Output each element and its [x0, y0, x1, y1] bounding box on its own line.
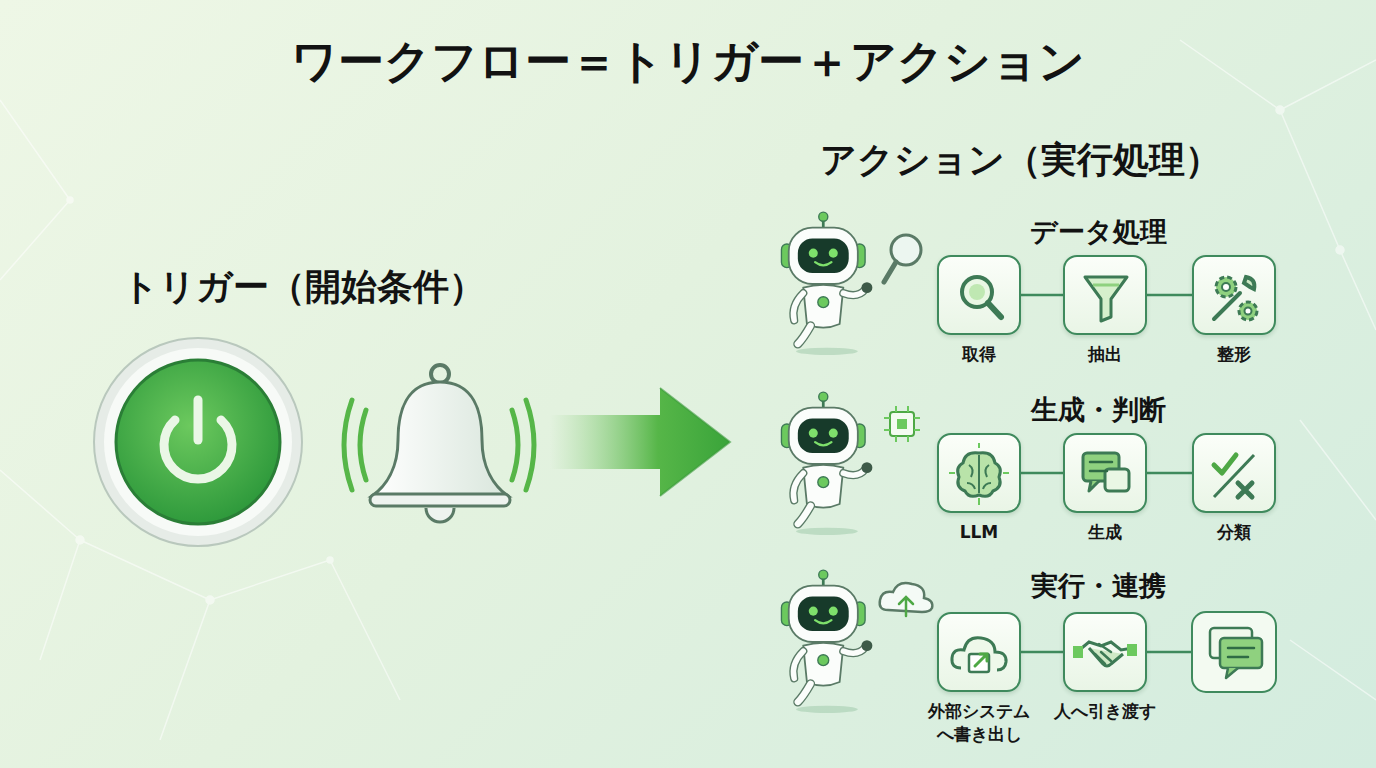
box-caption: LLM	[917, 521, 1041, 544]
handshake-icon	[1065, 614, 1145, 690]
icon-box: 人へ引き渡す	[1063, 612, 1147, 692]
group-heading: データ処理	[1030, 214, 1167, 250]
box-caption: 取得	[917, 343, 1041, 366]
box-caption: 整形	[1172, 343, 1296, 366]
chat-icon	[1065, 435, 1145, 511]
connector-line	[1147, 472, 1192, 475]
icon-box: 取得	[937, 255, 1021, 335]
connector-line	[1021, 651, 1063, 654]
connector-line	[1021, 294, 1063, 297]
icon-box: 整形	[1192, 255, 1276, 335]
icon-box: 生成	[1063, 433, 1147, 513]
group-heading: 生成・判断	[1031, 392, 1166, 428]
group-heading: 実行・連携	[1031, 568, 1166, 604]
connector-line	[1021, 472, 1063, 475]
icon-box: 外部システム へ書き出し	[937, 612, 1021, 692]
funnel-icon	[1065, 257, 1145, 333]
check-cross-icon	[1194, 435, 1274, 511]
icon-box: 分類	[1192, 433, 1276, 513]
icon-box: 抽出	[1063, 255, 1147, 335]
connector-line	[1147, 294, 1192, 297]
section-heading: トリガー（開始条件）	[122, 263, 485, 312]
box-caption: 人へ引き渡す	[1043, 700, 1167, 723]
brain-icon	[939, 435, 1019, 511]
magnifier-icon	[939, 257, 1019, 333]
chat-icon	[1210, 628, 1262, 678]
box-caption: 抽出	[1043, 343, 1167, 366]
section-heading: アクション（実行処理）	[820, 136, 1221, 185]
cloud-export-icon	[939, 614, 1019, 690]
gear-icon	[1194, 257, 1274, 333]
box-caption: 外部システム へ書き出し	[917, 700, 1041, 746]
icon-box: LLM	[937, 433, 1021, 513]
box-caption: 生成	[1043, 521, 1167, 544]
title: ワークフロー＝トリガー＋アクション	[291, 31, 1085, 93]
box-caption: 分類	[1172, 521, 1296, 544]
